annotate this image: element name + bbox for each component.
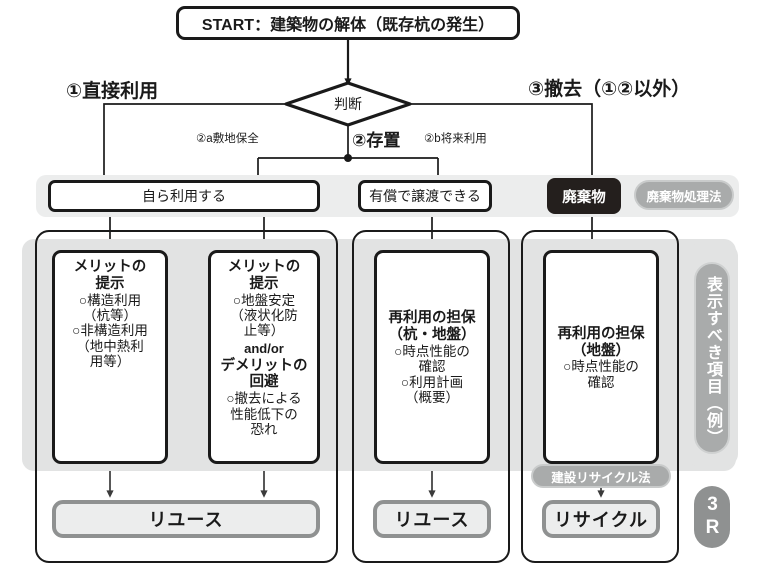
branch-label-retention: ②存置 — [352, 131, 401, 150]
branch-label-2a-site-preservation: ②a敷地保全 — [196, 133, 259, 145]
row2-paid-transfer-box: 有償で譲渡できる — [358, 180, 492, 212]
content-item: ○時点性能の 確認 — [394, 344, 470, 375]
branch-label-removal: ③撤去（①②以外） — [528, 79, 691, 100]
content-heading: メリットの 提示 — [73, 259, 147, 292]
result-box-reuse-center: リユース — [373, 500, 491, 538]
content-heading: メリットの 提示 — [227, 259, 301, 292]
result-box-reuse-left: リユース — [52, 500, 320, 538]
waste-disposal-law-pill: 廃棄物処理法 — [634, 180, 734, 210]
content-connector: and/or — [244, 340, 284, 356]
content-box-merit-structural: メリットの 提示 ○構造利用 （杭等） ○非構造利用 （地中熱利 用等） — [52, 250, 168, 464]
group-capsule-self-use — [35, 230, 338, 563]
branch-label-direct-use: ①直接利用 — [66, 81, 159, 102]
content-item: ○利用計画 （概要） — [400, 374, 464, 406]
decision-label: 判断 — [334, 96, 362, 112]
content-heading: 再利用の担保 （地盤） — [557, 325, 645, 359]
content-box-reuse-assurance-ground: 再利用の担保 （地盤） ○時点性能の 確認 — [543, 250, 659, 464]
row2-self-use-box: 自ら利用する — [48, 180, 320, 212]
content-heading: 再利用の担保 （杭・地盤） — [388, 310, 476, 344]
content-item: ○構造利用 （杭等） — [78, 292, 142, 323]
start-box: START：建築物の解体（既存杭の発生） — [176, 6, 520, 40]
group-capsule-paid-transfer — [352, 230, 510, 563]
content-item: ○地盤安定 （液状化防 止等） — [230, 292, 298, 339]
content-heading-secondary: デメリットの 回避 — [220, 357, 308, 391]
result-box-recycle-right: リサイクル — [542, 500, 660, 538]
content-item: ○撤去による 性能低下の 恐れ — [226, 391, 302, 438]
content-item: ○時点性能の 確認 — [563, 359, 639, 390]
content-box-merit-ground: メリットの 提示 ○地盤安定 （液状化防 止等） and/or デメリットの 回… — [208, 250, 320, 464]
side-label-display-items: 表示すべき項目（例） — [694, 262, 730, 454]
construction-recycle-law-pill: 建設リサイクル法 — [531, 464, 671, 488]
content-item: ○非構造利用 （地中熱利 用等） — [72, 323, 148, 370]
group-capsule-waste — [521, 230, 679, 563]
row2-waste-box: 廃棄物 — [547, 178, 621, 214]
side-label-3r: 3R — [694, 486, 730, 548]
content-box-reuse-assurance-pile-ground: 再利用の担保 （杭・地盤） ○時点性能の 確認 ○利用計画 （概要） — [374, 250, 490, 464]
branch-label-2b-future-use: ②b将来利用 — [424, 133, 487, 145]
